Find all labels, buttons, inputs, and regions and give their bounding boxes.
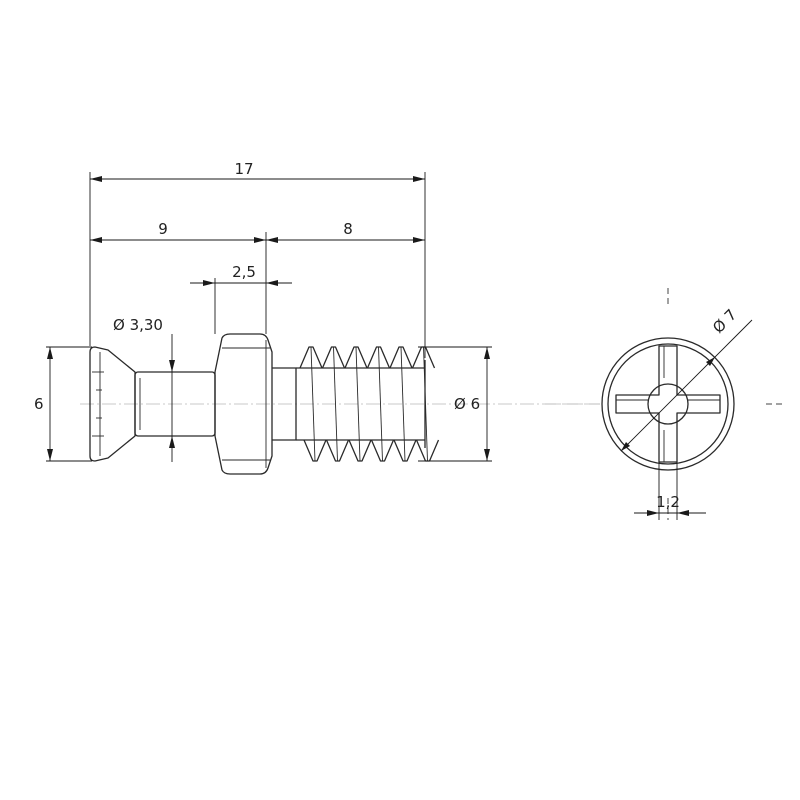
thread-teeth: [299, 346, 440, 462]
screw-head: [89, 346, 136, 462]
arrow-6-thread-bottom: [484, 449, 490, 461]
arrow-7-upper: [706, 357, 715, 366]
side-view: 17 9 8 2,5 Ø 3,30 6 Ø 6: [34, 160, 600, 475]
thread-undercut: [272, 367, 297, 441]
dim-label-8: 8: [343, 220, 353, 238]
cross-center-circle: [647, 383, 689, 425]
arrow-9-left: [90, 237, 102, 243]
end-outer-circle: [601, 337, 735, 471]
thread-flank-line: [333, 346, 338, 462]
arrow-9-right: [254, 237, 266, 243]
dim-label-17: 17: [234, 160, 253, 178]
dim-label-7: Ø 7: [709, 306, 740, 337]
dim-label-9: 9: [158, 220, 168, 238]
thread-flank-line: [400, 346, 406, 462]
end-inner-circle: [607, 343, 729, 465]
arrow-7-lower: [621, 442, 630, 451]
thread-flank-line: [378, 346, 383, 462]
dim-label-6-thread: Ø 6: [454, 395, 480, 413]
arrow-2-5-right: [266, 280, 278, 286]
arrow-6-head-bottom: [47, 449, 53, 461]
arrow-3-30-bottom: [169, 436, 175, 448]
dim-label-3-30: Ø 3,30: [113, 316, 163, 334]
thread-flank-line: [355, 346, 361, 462]
arrow-3-30-top: [169, 360, 175, 372]
screw-collar: [214, 333, 273, 475]
thread-flank-line: [423, 346, 428, 462]
dim-label-1-2: 1,2: [656, 493, 680, 511]
arrow-6-head-top: [47, 347, 53, 359]
dim-line-diameter-7: [620, 319, 753, 452]
dim-label-2-5: 2,5: [232, 263, 256, 281]
arrow-1-2-right: [677, 510, 689, 516]
arrow-8-right: [413, 237, 425, 243]
end-view: Ø 7 1,2: [545, 288, 782, 520]
arrow-17-right: [413, 176, 425, 182]
thread-flank-line: [310, 346, 316, 462]
arrow-2-5-left: [203, 280, 215, 286]
arrow-17-left: [90, 176, 102, 182]
dim-label-6-head: 6: [34, 395, 44, 413]
arrow-6-thread-top: [484, 347, 490, 359]
arrow-8-left: [266, 237, 278, 243]
arrow-1-2-left: [647, 510, 659, 516]
